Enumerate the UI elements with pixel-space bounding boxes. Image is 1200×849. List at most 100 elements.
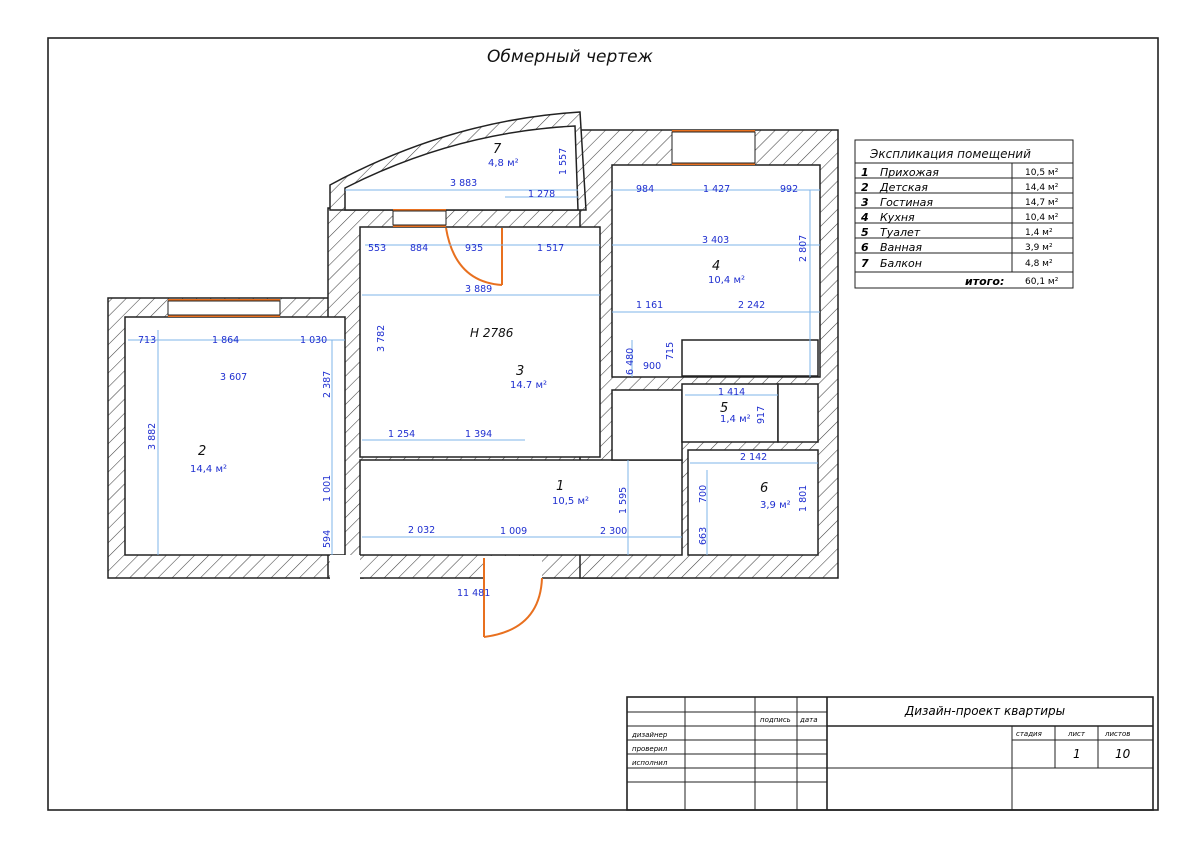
room-number: 2	[198, 444, 206, 459]
dim-label: 6 480	[625, 348, 636, 375]
dim-label: 2 142	[740, 452, 767, 463]
dim-label: 700	[698, 485, 709, 503]
expl-num: 1	[861, 166, 869, 179]
doors	[445, 227, 543, 638]
dim-label: 715	[665, 342, 676, 360]
stamp-role: дизайнер	[631, 731, 668, 739]
dim-label: 3 782	[376, 325, 387, 352]
dim-label: 935	[465, 243, 483, 254]
dim-label: 1 864	[212, 335, 239, 346]
expl-num: 3	[861, 196, 869, 209]
drawing-frame	[47, 37, 1159, 811]
room-area: 4,8 м²	[488, 158, 519, 169]
room-area: 10,5 м²	[552, 496, 589, 507]
dim-label: 3 607	[220, 372, 247, 383]
room-area: 3,9 м²	[760, 500, 791, 511]
dim-label: 884	[410, 243, 428, 254]
dim-label: 3 883	[450, 178, 477, 189]
dim-label: 1 278	[528, 189, 555, 200]
dim-label: 3 889	[465, 284, 492, 295]
stamp-listov-label: листов	[1104, 730, 1130, 738]
expl-area: 14,7 м²	[1025, 198, 1059, 208]
expl-num: 4	[860, 211, 869, 224]
explication-table: Экспликация помещений 1 Прихожая 10,5 м²…	[854, 139, 1074, 289]
dim-label: 1 427	[703, 184, 730, 195]
expl-area: 10,5 м²	[1025, 168, 1059, 178]
dim-label: 594	[322, 530, 333, 548]
expl-num: 7	[861, 257, 869, 270]
dim-label: 3 403	[702, 235, 729, 246]
dim-label: 713	[138, 335, 156, 346]
dim-label: 1 001	[322, 475, 333, 502]
room-number: 5	[720, 401, 728, 416]
expl-name: Балкон	[880, 257, 922, 270]
stamp-stadiya-label: стадия	[1016, 730, 1042, 738]
dim-label: 917	[756, 406, 767, 424]
title-block: Дизайн-проект квартиры подпись дата диза…	[626, 696, 1154, 811]
stamp-role: исполнил	[632, 759, 668, 767]
expl-name: Гостиная	[880, 196, 933, 209]
room-labels: 2 14,4 м² 3 14.7 м² 4 10,4 м² 5 1,4 м² 6…	[190, 142, 791, 511]
dim-label: 1 557	[558, 148, 569, 175]
room-number: 6	[760, 481, 768, 496]
dim-label: 1 161	[636, 300, 663, 311]
explication-title: Экспликация помещений	[869, 147, 1031, 161]
dim-label: 553	[368, 243, 386, 254]
dim-label: 1 394	[465, 429, 492, 440]
expl-area: 14,4 м²	[1025, 183, 1059, 193]
expl-num: 5	[861, 226, 869, 239]
room-number: 1	[556, 479, 564, 494]
room-area: 10,4 м²	[708, 275, 745, 286]
room-number: 7	[493, 142, 502, 157]
dim-label: 1 030	[300, 335, 327, 346]
room-number: 4	[712, 259, 720, 274]
dim-label: 663	[698, 527, 709, 545]
drawing-title: Обмерный чертеж	[487, 47, 654, 67]
expl-num: 2	[861, 181, 869, 194]
expl-name: Кухня	[880, 211, 915, 224]
dim-label: 3 882	[147, 423, 158, 450]
rooms	[124, 125, 821, 580]
dim-label: 2 032	[408, 525, 435, 536]
expl-name: Туалет	[880, 226, 921, 239]
stamp-list-value: 1	[1073, 747, 1081, 761]
dim-label: 1 595	[618, 487, 629, 514]
stamp-listov-value: 10	[1115, 747, 1131, 761]
windows	[167, 130, 756, 317]
stamp-project-name: Дизайн-проект квартиры	[904, 704, 1065, 718]
expl-area: 3,9 м²	[1025, 243, 1053, 253]
room-number: 3	[516, 364, 524, 379]
dim-label: 11 481	[457, 588, 490, 599]
dim-label: 984	[636, 184, 654, 195]
dim-label: 1 414	[718, 387, 745, 398]
stamp-header-podpis: подпись	[760, 716, 791, 724]
dim-label: 1 801	[798, 485, 809, 512]
dim-label: 2 242	[738, 300, 765, 311]
dimension-lines	[128, 189, 820, 555]
expl-area: 1,4 м²	[1025, 228, 1053, 238]
stamp-list-label: лист	[1067, 730, 1086, 738]
expl-num: 6	[861, 241, 869, 254]
expl-area: 10,4 м²	[1025, 213, 1059, 223]
dim-label: 1 517	[537, 243, 564, 254]
stamp-role: проверил	[632, 745, 668, 753]
expl-name: Ванная	[880, 241, 922, 254]
expl-total-value: 60,1 м²	[1025, 277, 1059, 287]
dim-label: 992	[780, 184, 798, 195]
ceiling-height: H 2786	[470, 326, 514, 340]
room-area: 1,4 м²	[720, 414, 751, 425]
expl-area: 4,8 м²	[1025, 259, 1053, 269]
stamp-header-data: дата	[799, 716, 818, 724]
dim-label: 2 300	[600, 526, 627, 537]
room-area: 14,4 м²	[190, 464, 227, 475]
dimension-texts: 3 883 1 278 1 557 553 884 935 1 517 3 88…	[138, 148, 809, 599]
dim-label: 1 254	[388, 429, 415, 440]
expl-name: Детская	[879, 181, 928, 194]
dim-label: 900	[643, 361, 661, 372]
dim-label: 2 807	[798, 235, 809, 262]
dim-label: 2 387	[322, 371, 333, 398]
expl-total-label: итого:	[965, 275, 1004, 288]
room-area: 14.7 м²	[510, 380, 547, 391]
dim-label: 1 009	[500, 526, 527, 537]
